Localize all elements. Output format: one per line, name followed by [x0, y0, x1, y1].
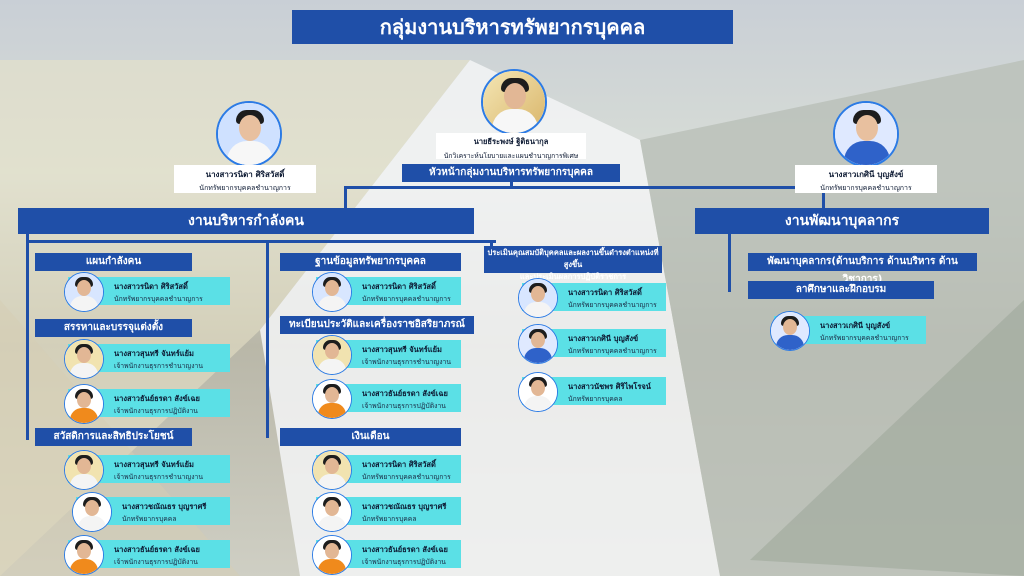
leader-role: นักวิเคราะห์นโยบายและแผนชำนาญการพิเศษ: [443, 152, 579, 160]
leader-label: นายธีระพงษ์ ฐิติธนากุล นักวิเคราะห์นโยบา…: [436, 133, 586, 160]
person-photo: [770, 311, 810, 351]
person-name: นางสาวธันย์ธรดา สังข์เฉย: [114, 545, 200, 554]
connector-line: [344, 186, 824, 189]
person-role: เจ้าพนักงานธุรการชำนาญงาน: [362, 358, 451, 366]
left-head-role: นักทรัพยากรบุคคลชำนาญการ: [199, 184, 291, 192]
page-title: กลุ่มงานบริหารทรัพยากรบุคคล: [292, 10, 733, 44]
person-photo: [64, 272, 104, 312]
person-name: นางสาวสุนทรี จันทร์แย้ม: [114, 460, 194, 469]
person-role: เจ้าพนักงานธุรการปฏิบัติงาน: [114, 407, 198, 415]
connector-line: [26, 230, 29, 440]
person-role: นักทรัพยากรบุคคลชำนาญการ: [362, 295, 451, 303]
person-name: นางสาวธันย์ธรดา สังข์เฉย: [114, 394, 200, 403]
left-head-photo: [216, 101, 282, 167]
person-role: เจ้าพนักงานธุรการปฏิบัติงาน: [362, 402, 446, 410]
sub-evaluation-line1: ประเมินคุณสมบัติบุคคลและผลงานขึ้นดำรงตำแ…: [487, 248, 659, 269]
person-role: นักทรัพยากรบุคคลชำนาญการ: [114, 295, 203, 303]
person-name: นางสาวสุนทรี จันทร์แย้ม: [362, 345, 442, 354]
person-photo: [518, 372, 558, 412]
person-photo: [518, 278, 558, 318]
sub-welfare: สวัสดิการและสิทธิประโยชน์: [35, 428, 192, 446]
sub-database: ฐานข้อมูลทรัพยากรบุคคล: [280, 253, 461, 271]
person-photo: [312, 535, 352, 575]
person-name: นางสาวนัชพร ศิริไพโรจน์: [568, 382, 651, 391]
sub-recruit: สรรหาและบรรจุแต่งตั้ง: [35, 319, 192, 337]
person-photo: [312, 492, 352, 532]
connector-line: [266, 240, 269, 438]
connector-line: [822, 186, 825, 208]
leader-photo: [481, 69, 547, 135]
person-role: นักทรัพยากรบุคคลชำนาญการ: [362, 473, 451, 481]
person-role: นักทรัพยากรบุคคลชำนาญการ: [568, 301, 657, 309]
sub-registry: ทะเบียนประวัติและเครื่องราชอิสริยาภรณ์: [280, 316, 474, 334]
person-photo: [312, 272, 352, 312]
person-name: นางสาวรนิดา ศิริสวัสดิ์: [568, 288, 642, 297]
person-role: เจ้าพนักงานธุรการชำนาญงาน: [114, 473, 203, 481]
right-head-photo: [833, 101, 899, 167]
left-head-name: นางสาวรนิดา ศิริสวัสดิ์: [205, 170, 285, 179]
person-role: นักทรัพยากรบุคคล: [122, 515, 177, 523]
person-photo: [72, 492, 112, 532]
person-name: นางสาวรนิดา ศิริสวัสดิ์: [362, 460, 436, 469]
person-name: นางสาวเกศินี บุญสังข์: [568, 334, 639, 343]
leader-name: นายธีระพงษ์ ฐิติธนากุล: [473, 137, 549, 146]
sub-evaluation: ประเมินคุณสมบัติบุคคลและผลงานขึ้นดำรงตำแ…: [484, 246, 662, 281]
sub-dev: พัฒนาบุคลากร(ด้านบริการ ด้านบริหาร ด้านว…: [748, 253, 977, 285]
person-photo: [518, 324, 558, 364]
sub-salary: เงินเดือน: [280, 428, 461, 446]
person-role: เจ้าพนักงานธุรการชำนาญงาน: [114, 362, 203, 370]
person-role: เจ้าพนักงานธุรการปฏิบัติงาน: [114, 558, 198, 566]
sub-plan: แผนกำลังคน: [35, 253, 192, 271]
left-head-label: นางสาวรนิดา ศิริสวัสดิ์ นักทรัพยากรบุคคล…: [174, 165, 316, 193]
right-head-role: นักทรัพยากรบุคคลชำนาญการ: [820, 184, 912, 192]
person-photo: [64, 339, 104, 379]
person-name: นางสาวสุนทรี จันทร์แย้ม: [114, 349, 194, 358]
person-photo: [64, 450, 104, 490]
person-role: เจ้าพนักงานธุรการปฏิบัติงาน: [362, 558, 446, 566]
person-photo: [312, 379, 352, 419]
person-name: นางสาวชณัณธร บุญราศรี: [122, 502, 207, 511]
person-photo: [312, 335, 352, 375]
right-head-name: นางสาวเกศินี บุญสังข์: [828, 170, 904, 179]
sub-leave: ลาศึกษาและฝึกอบรม: [748, 281, 934, 299]
person-name: นางสาวรนิดา ศิริสวัสดิ์: [114, 282, 188, 291]
person-role: นักทรัพยากรบุคคลชำนาญการ: [568, 347, 657, 355]
person-photo: [312, 450, 352, 490]
person-name: นางสาวธันย์ธรดา สังข์เฉย: [362, 545, 448, 554]
connector-line: [344, 186, 347, 208]
section-development: งานพัฒนาบุคลากร: [695, 208, 989, 234]
person-photo: [64, 535, 104, 575]
person-name: นางสาวชณัณธร บุญราศรี: [362, 502, 447, 511]
connector-line: [728, 230, 731, 292]
right-head-label: นางสาวเกศินี บุญสังข์ นักทรัพยากรบุคคลชำ…: [795, 165, 937, 193]
connector-line: [26, 240, 496, 243]
person-name: นางสาวรนิดา ศิริสวัสดิ์: [362, 282, 436, 291]
person-photo: [64, 384, 104, 424]
person-name: นางสาวธันย์ธรดา สังข์เฉย: [362, 389, 448, 398]
leader-position: หัวหน้ากลุ่มงานบริหารทรัพยากรบุคคล: [402, 164, 620, 182]
sub-evaluation-line2: และประเมินผลการปฏิบัติราชการ: [519, 272, 627, 281]
person-role: นักทรัพยากรบุคคลชำนาญการ: [820, 334, 909, 342]
section-manpower: งานบริหารกำลังคน: [18, 208, 474, 234]
person-role: นักทรัพยากรบุคคล: [568, 395, 623, 403]
person-role: นักทรัพยากรบุคคล: [362, 515, 417, 523]
connector-line: [510, 178, 513, 188]
person-name: นางสาวเกศินี บุญสังข์: [820, 321, 891, 330]
